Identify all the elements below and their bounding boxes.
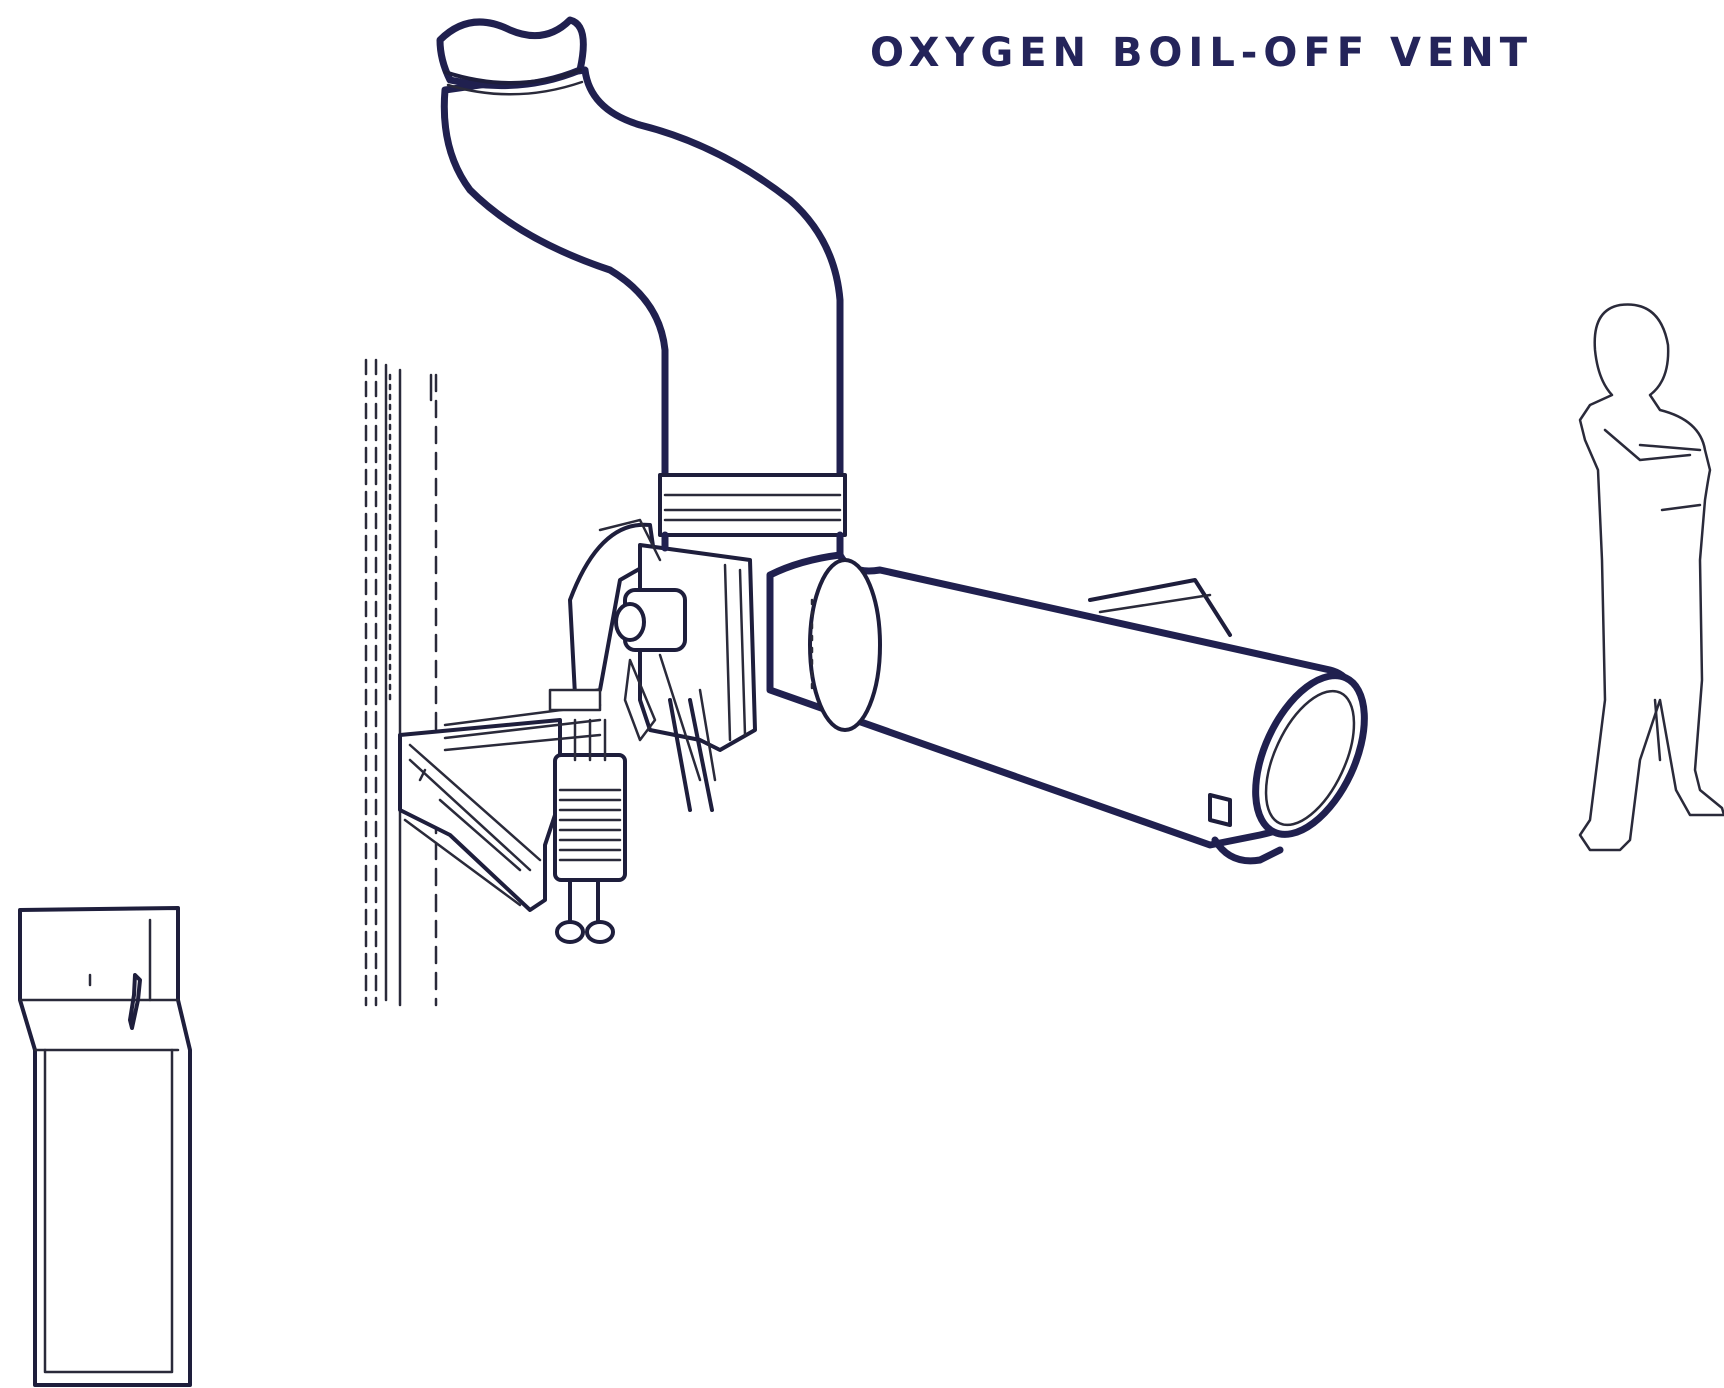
support-rails <box>364 358 438 1007</box>
actuator-mechanism <box>548 518 757 812</box>
diagram-title: OXYGEN BOIL-OFF VENT <box>870 30 1534 76</box>
vent-pipe-outlet <box>766 551 1368 865</box>
valve-assembly <box>553 718 627 944</box>
human-scale-figure <box>1578 303 1724 852</box>
vent-pipe-upper <box>436 16 847 559</box>
column-section <box>18 906 192 1387</box>
